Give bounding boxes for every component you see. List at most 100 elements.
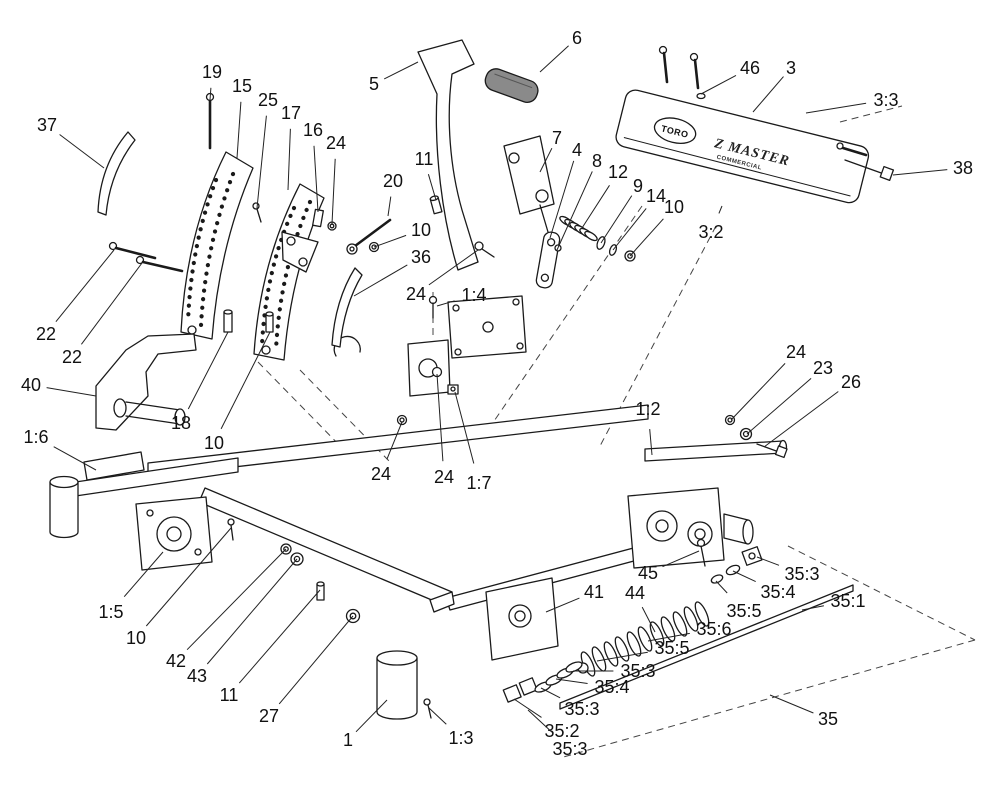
callout-label-7: 7 bbox=[552, 128, 562, 148]
bolt-22-a-shaft bbox=[114, 246, 157, 260]
callout-leader-8 bbox=[556, 171, 593, 251]
callout-leader-23 bbox=[746, 378, 812, 435]
callout-leader-35:3 bbox=[756, 556, 780, 566]
callout-leader-7 bbox=[539, 147, 553, 173]
callout-leader-24 bbox=[436, 373, 444, 462]
callout-label-18: 18 bbox=[171, 413, 191, 433]
callout-leader-36 bbox=[353, 264, 408, 297]
callout-label-12: 12 bbox=[608, 162, 628, 182]
callout-label-46: 46 bbox=[740, 58, 760, 78]
callout-label-19: 19 bbox=[202, 62, 222, 82]
callout-leader-43 bbox=[206, 558, 298, 665]
screw-25 bbox=[252, 202, 260, 210]
spring-assembly-35 bbox=[502, 538, 854, 710]
callout-label-35:3: 35:3 bbox=[564, 699, 599, 719]
callout-label-24: 24 bbox=[786, 342, 806, 362]
callout-leader-24 bbox=[331, 158, 336, 225]
spacer-16 bbox=[312, 208, 324, 228]
frame-left-end-plate bbox=[83, 451, 145, 481]
callout-leader-1:5 bbox=[123, 551, 164, 598]
callout-leader-46 bbox=[700, 74, 737, 95]
brake-pedal-lever bbox=[417, 39, 479, 271]
callout-leader-25 bbox=[256, 115, 267, 209]
callout-label-20: 20 bbox=[383, 171, 403, 191]
callout-label-35:4: 35:4 bbox=[594, 677, 629, 697]
quadrant-bolt-hole bbox=[261, 345, 271, 355]
callout-leader-11 bbox=[238, 589, 321, 684]
callout-leader-1:2 bbox=[649, 429, 653, 456]
washer-35-5-top bbox=[710, 574, 724, 584]
nut-35-2 bbox=[502, 684, 522, 703]
callout-leader-11 bbox=[427, 174, 437, 201]
callout-label-35:3: 35:3 bbox=[784, 564, 819, 584]
callout-leader-37 bbox=[59, 134, 105, 169]
callout-leader-41 bbox=[545, 597, 580, 613]
callout-label-11: 11 bbox=[220, 685, 239, 705]
callout-leader-6 bbox=[539, 45, 569, 73]
callout-leader-18 bbox=[187, 331, 229, 410]
rail-hook-clamp bbox=[333, 335, 361, 357]
pedal-pad bbox=[484, 68, 539, 103]
callout-leader-35:3 bbox=[527, 709, 553, 733]
callout-label-1:3: 1:3 bbox=[448, 728, 473, 748]
callout-leader-35:2 bbox=[513, 698, 542, 718]
callout-label-35:5: 35:5 bbox=[654, 638, 689, 658]
quadrant-holes-front-2 bbox=[273, 199, 313, 353]
callout-leader-20 bbox=[387, 196, 392, 217]
panel-fasteners bbox=[658, 45, 895, 181]
callout-leader-35:5 bbox=[596, 651, 648, 662]
callout-label-45: 45 bbox=[638, 563, 658, 583]
callout-label-43: 43 bbox=[187, 666, 207, 686]
callout-label-10: 10 bbox=[664, 197, 684, 217]
nut-35-3-a bbox=[518, 677, 538, 696]
pivot-housing bbox=[396, 339, 459, 426]
rod-20 bbox=[353, 218, 392, 248]
callout-leader-19 bbox=[209, 87, 212, 101]
callout-label-40: 40 bbox=[21, 375, 41, 395]
callout-leader-12 bbox=[581, 185, 610, 229]
callout-label-9: 9 bbox=[633, 176, 643, 196]
callout-leader-45 bbox=[662, 550, 700, 568]
callout-leader-27 bbox=[278, 615, 354, 705]
callout-label-1:2: 1:2 bbox=[635, 399, 660, 419]
left-caster-sleeve bbox=[49, 475, 79, 539]
toro-logo-oval bbox=[653, 117, 697, 145]
callout-label-5: 5 bbox=[369, 74, 379, 94]
callout-label-41: 41 bbox=[584, 582, 604, 602]
link-plate-4 bbox=[535, 231, 561, 289]
callout-leader-16 bbox=[313, 145, 319, 213]
callout-leader-35:4 bbox=[555, 678, 588, 684]
callout-label-6: 6 bbox=[572, 28, 582, 48]
left-pivot-bracket bbox=[135, 496, 213, 571]
bolt-26-shaft bbox=[756, 443, 780, 453]
callout-label-10: 10 bbox=[411, 220, 431, 240]
bell-crank-hole bbox=[286, 236, 296, 246]
quadrant-bolt-hole bbox=[187, 325, 197, 335]
bolt-22-b-shaft bbox=[141, 260, 184, 273]
callout-label-16: 16 bbox=[303, 120, 323, 140]
callout-label-35:3: 35:3 bbox=[620, 661, 655, 681]
frame-right-rail bbox=[644, 440, 784, 462]
callout-leader-3 bbox=[752, 76, 784, 113]
callout-leader-14 bbox=[612, 208, 647, 251]
callout-leader-1:3 bbox=[428, 707, 447, 725]
callout-label-25: 25 bbox=[258, 90, 278, 110]
callout-label-24: 24 bbox=[434, 467, 454, 487]
spacer-18 bbox=[223, 311, 233, 333]
callout-leader-22 bbox=[55, 249, 115, 323]
callout-label-36: 36 bbox=[411, 247, 431, 267]
callout-leader-35:5 bbox=[715, 580, 728, 594]
callout-label-1: 1 bbox=[343, 730, 353, 750]
callout-label-1:4: 1:4 bbox=[461, 285, 486, 305]
pin-11-top bbox=[429, 195, 443, 215]
mount-plate-1-4 bbox=[428, 295, 527, 359]
bolt-10-bottom-head bbox=[227, 518, 235, 526]
callout-leader-17 bbox=[287, 128, 291, 191]
callout-leader-26 bbox=[763, 391, 839, 448]
bolt-upper-head bbox=[836, 142, 844, 150]
callout-label-1:5: 1:5 bbox=[98, 602, 123, 622]
rod-35-1 bbox=[559, 584, 854, 710]
callout-label-35: 35 bbox=[818, 709, 838, 729]
callout-leader-35:3 bbox=[540, 687, 561, 699]
